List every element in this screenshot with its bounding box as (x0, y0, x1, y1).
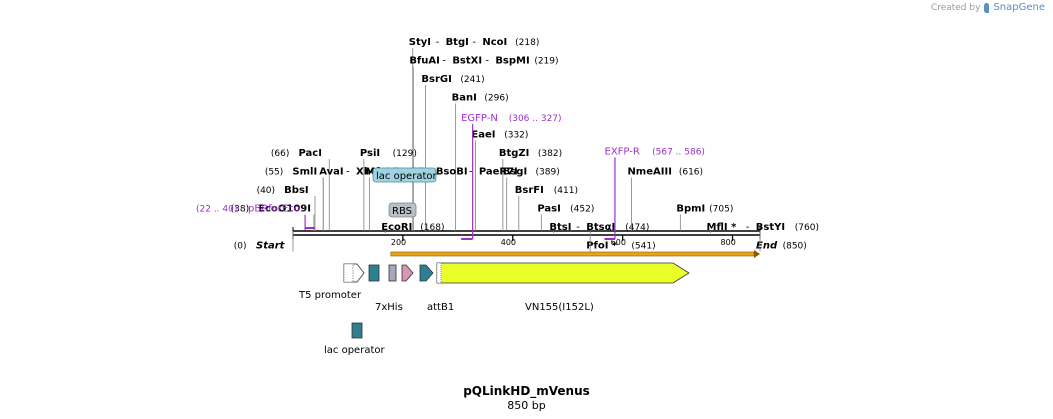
enzyme-label: BsrFI (515, 185, 544, 196)
enzyme-position: (411) (554, 186, 578, 196)
ruler-tick-label: 400 (501, 238, 516, 247)
plasmid-length: 850 bp (507, 399, 546, 412)
plasmid-name: pQLinkHD_mVenus (463, 384, 590, 398)
enzyme-label: NcoI (482, 37, 507, 48)
enzyme-label: BpmI (676, 204, 705, 215)
enzyme-label: BsgI (503, 167, 527, 178)
feature-label: 7xHis (375, 302, 403, 313)
map-title-block: pQLinkHD_mVenus 850 bp (0, 384, 1053, 412)
enzyme-label: MflI * (707, 222, 738, 233)
enzyme-label: SmlI (292, 167, 317, 178)
enzyme-position: (218) (515, 38, 539, 48)
enzyme-position: (38) (231, 205, 249, 215)
enzyme-position: (296) (484, 94, 508, 104)
enzyme-label: EcoRI (381, 222, 412, 233)
enzyme-position: (389) (536, 168, 560, 178)
enzyme-position: (55) (265, 168, 283, 178)
feature-arrow (436, 262, 690, 284)
enzyme-label: NmeAIII (627, 167, 671, 178)
feature-arrow (419, 264, 434, 282)
enzyme-label: End (756, 241, 778, 252)
primer-label: EGFP-N (461, 113, 498, 124)
enzyme-label: BtgI (446, 37, 469, 48)
enzyme-position: (332) (504, 131, 528, 141)
enzyme-position: (40) (257, 186, 275, 196)
feature-arrow (401, 264, 414, 282)
feature-label: lac operator (324, 345, 385, 356)
enzyme-label: Start (256, 241, 286, 252)
created-by-badge: Created by SnapGene (931, 2, 1045, 13)
enzyme-position: (0) (234, 242, 247, 252)
enzyme-position: (760) (795, 223, 819, 233)
enzyme-position: (705) (709, 205, 733, 215)
enzyme-label: PsiI (360, 148, 380, 159)
enzyme-label: PasI (537, 204, 560, 215)
enzyme-position: (129) (393, 149, 417, 159)
feature-label: T5 promoter (298, 290, 362, 301)
enzyme-position: (474) (625, 223, 649, 233)
enzyme-join-dash: - (469, 167, 473, 178)
primer-range: (567 .. 586) (652, 147, 705, 157)
created-by-text: Created by (930, 2, 981, 13)
enzyme-label: BspMI (495, 56, 529, 67)
ruler-tick-label: 200 (391, 238, 406, 247)
primer-label: pBRforEco (248, 204, 300, 215)
enzyme-label: BsoBI (436, 167, 468, 178)
enzyme-label: BfuAI (409, 56, 440, 67)
enzyme-position: (241) (460, 75, 484, 85)
enzyme-join-dash: - (346, 167, 350, 178)
primer-range: (22 .. 40) (196, 205, 237, 215)
snapgene-brand: SnapGene (993, 2, 1045, 13)
enzyme-label: BtsαI (586, 222, 615, 233)
site-callout-label: RBS (392, 206, 412, 217)
enzyme-label: BstYI (756, 222, 785, 233)
primer-range: (306 .. 327) (509, 114, 562, 124)
enzyme-label: EaeI (471, 130, 495, 141)
enzyme-position: (616) (679, 168, 703, 178)
enzyme-position: (452) (570, 205, 594, 215)
enzyme-label: PfoI * (586, 241, 618, 252)
feature-box (368, 264, 380, 282)
enzyme-label: BtgZI (499, 148, 530, 159)
enzyme-join-dash: - (472, 37, 476, 48)
site-callout-label: lac operator (376, 171, 437, 182)
enzyme-label: AvaI (319, 167, 343, 178)
enzyme-join-dash: - (746, 222, 750, 233)
enzyme-label: EcoO109I (258, 204, 311, 215)
ruler-tick-label: 600 (611, 238, 626, 247)
feature-box (388, 264, 397, 282)
feature-label: VN155(I152L) (525, 302, 594, 313)
enzyme-position: (541) (631, 242, 655, 252)
enzyme-join-dash: - (576, 222, 580, 233)
enzyme-label: PaeR7I (479, 167, 518, 178)
enzyme-label: BanI (452, 93, 477, 104)
enzyme-position: (168) (420, 223, 444, 233)
orf-bar (390, 251, 755, 257)
enzyme-position: (219) (534, 57, 558, 67)
feature-box (351, 322, 363, 339)
enzyme-join-dash: - (436, 37, 440, 48)
ruler-tick-label: 800 (721, 238, 736, 247)
enzyme-position: (850) (783, 242, 807, 252)
snapgene-logo-icon (984, 2, 990, 13)
enzyme-label: BsrGI (421, 74, 451, 85)
site-callout-box (372, 167, 437, 183)
orf-arrowhead (754, 250, 760, 258)
site-callout-box (388, 202, 417, 218)
enzyme-label: BtsI (549, 222, 571, 233)
enzyme-label: PacI (298, 148, 321, 159)
primer-label: EXFP-R (605, 146, 640, 157)
feature-arrow-dotted-start (436, 262, 442, 284)
enzyme-join-dash: - (485, 56, 489, 67)
enzyme-position: (66) (271, 149, 289, 159)
enzyme-position: (382) (538, 149, 562, 159)
feature-label: attB1 (427, 302, 454, 313)
enzyme-label: BstXI (452, 56, 482, 67)
enzyme-label: XhoI (356, 167, 381, 178)
enzyme-join-dash: - (442, 56, 446, 67)
promoter-dotted-start (343, 263, 354, 283)
enzyme-label: StyI (409, 37, 431, 48)
enzyme-label: BbsI (284, 185, 308, 196)
